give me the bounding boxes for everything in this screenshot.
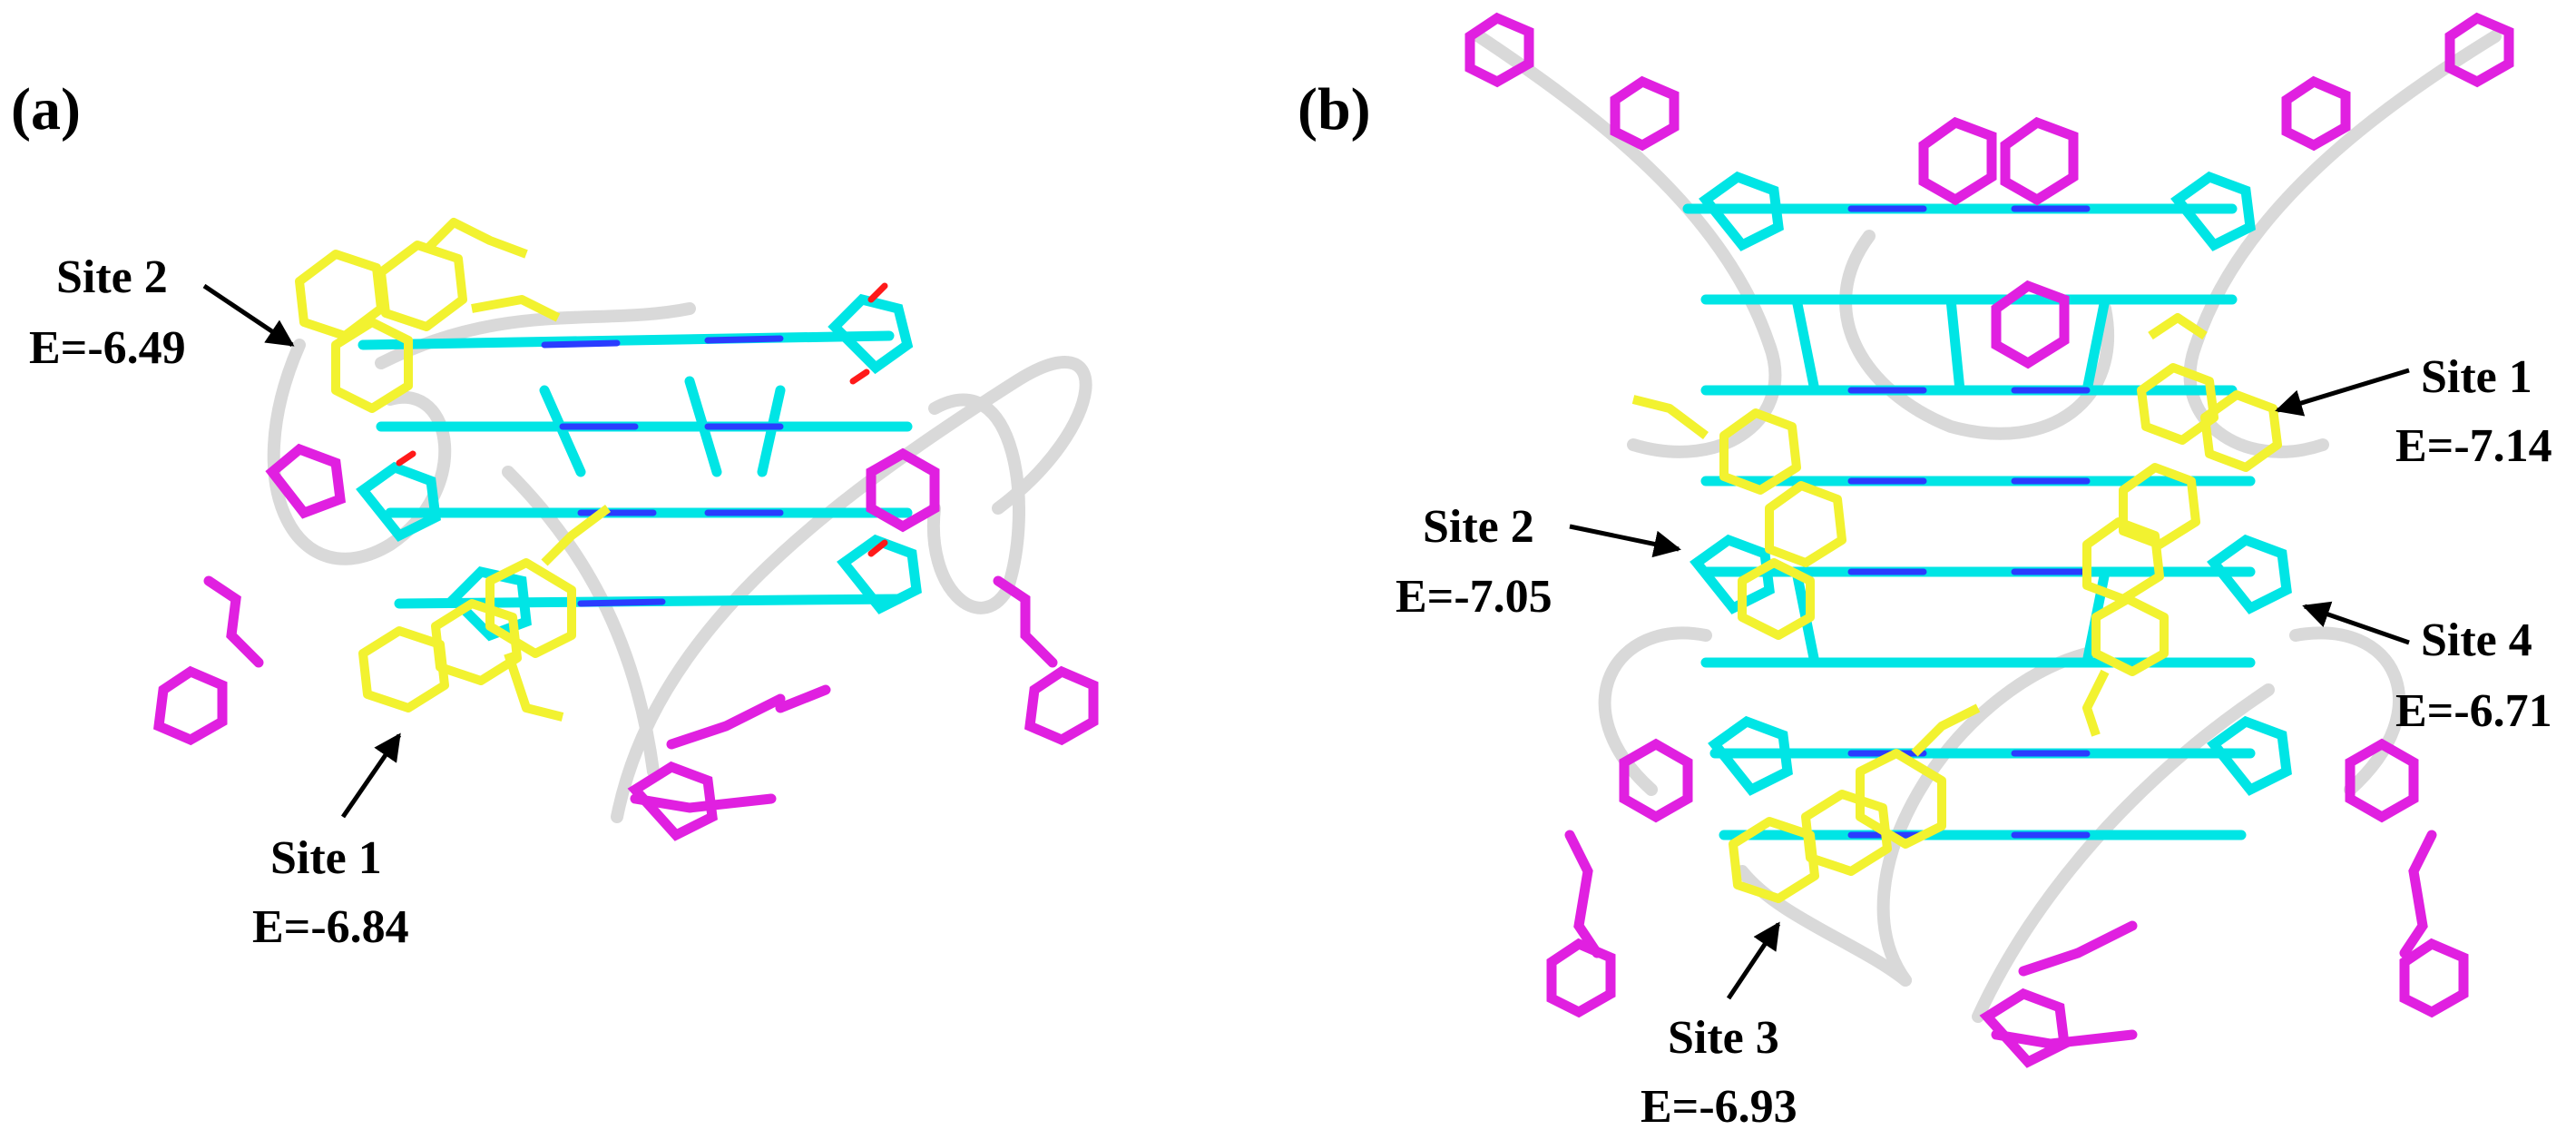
site-energy: E=-7.05 (1396, 571, 1552, 623)
panel-b-molecule (1464, 12, 2514, 1068)
panel-b-ligand-site-1 (2137, 313, 2282, 472)
panel-a-label: (a) (11, 76, 81, 142)
panel-b-ligand-site-2 (1631, 395, 1846, 640)
panel-b-annotation-site-4: Site 4 E=-6.71 (2302, 601, 2552, 737)
site-label: Site 3 (1668, 1012, 1779, 1064)
panel-a-annotation-site-2: Site 2 E=-6.49 (29, 251, 295, 374)
site-energy: E=-6.84 (252, 901, 409, 953)
panel-a-base-stack (356, 282, 922, 642)
site-label: Site 2 (1423, 501, 1534, 553)
arrow (202, 283, 295, 348)
site-label: Site 4 (2421, 614, 2532, 666)
arrow (1726, 921, 1781, 1000)
panel-b-ligand-site-4 (2082, 463, 2200, 737)
site-label: Site 2 (56, 251, 168, 303)
site-energy: E=-7.14 (2395, 420, 2552, 472)
panel-b: (b) (1298, 12, 2552, 1130)
panel-b-label: (b) (1298, 76, 1371, 142)
site-energy: E=-6.93 (1641, 1081, 1797, 1130)
panel-b-annotation-site-2: Site 2 E=-7.05 (1396, 501, 1681, 623)
arrow (2275, 368, 2410, 417)
site-label: Site 1 (2421, 351, 2532, 403)
panel-a-molecule (153, 218, 1099, 841)
panel-a: (a) (11, 76, 1099, 953)
arrow (1569, 524, 1681, 558)
panel-a-ligand-site-1 (358, 505, 611, 722)
site-label: Site 1 (270, 832, 382, 884)
panel-b-annotation-site-3: Site 3 E=-6.93 (1641, 921, 1797, 1130)
panel-a-ligand-site-2 (295, 218, 561, 413)
panel-b-annotation-site-1: Site 1 E=-7.14 (2275, 351, 2552, 472)
panel-a-loop-nucleotides (153, 443, 1099, 841)
panel-a-annotation-site-1: Site 1 E=-6.84 (252, 732, 409, 953)
arrow (340, 732, 402, 819)
panel-b-ligand-site-3 (1729, 703, 1981, 903)
arrow (2302, 601, 2410, 645)
site-energy: E=-6.49 (29, 322, 186, 374)
panel-b-loop-nucleotides (1464, 12, 2514, 1068)
site-energy: E=-6.71 (2395, 685, 2552, 737)
